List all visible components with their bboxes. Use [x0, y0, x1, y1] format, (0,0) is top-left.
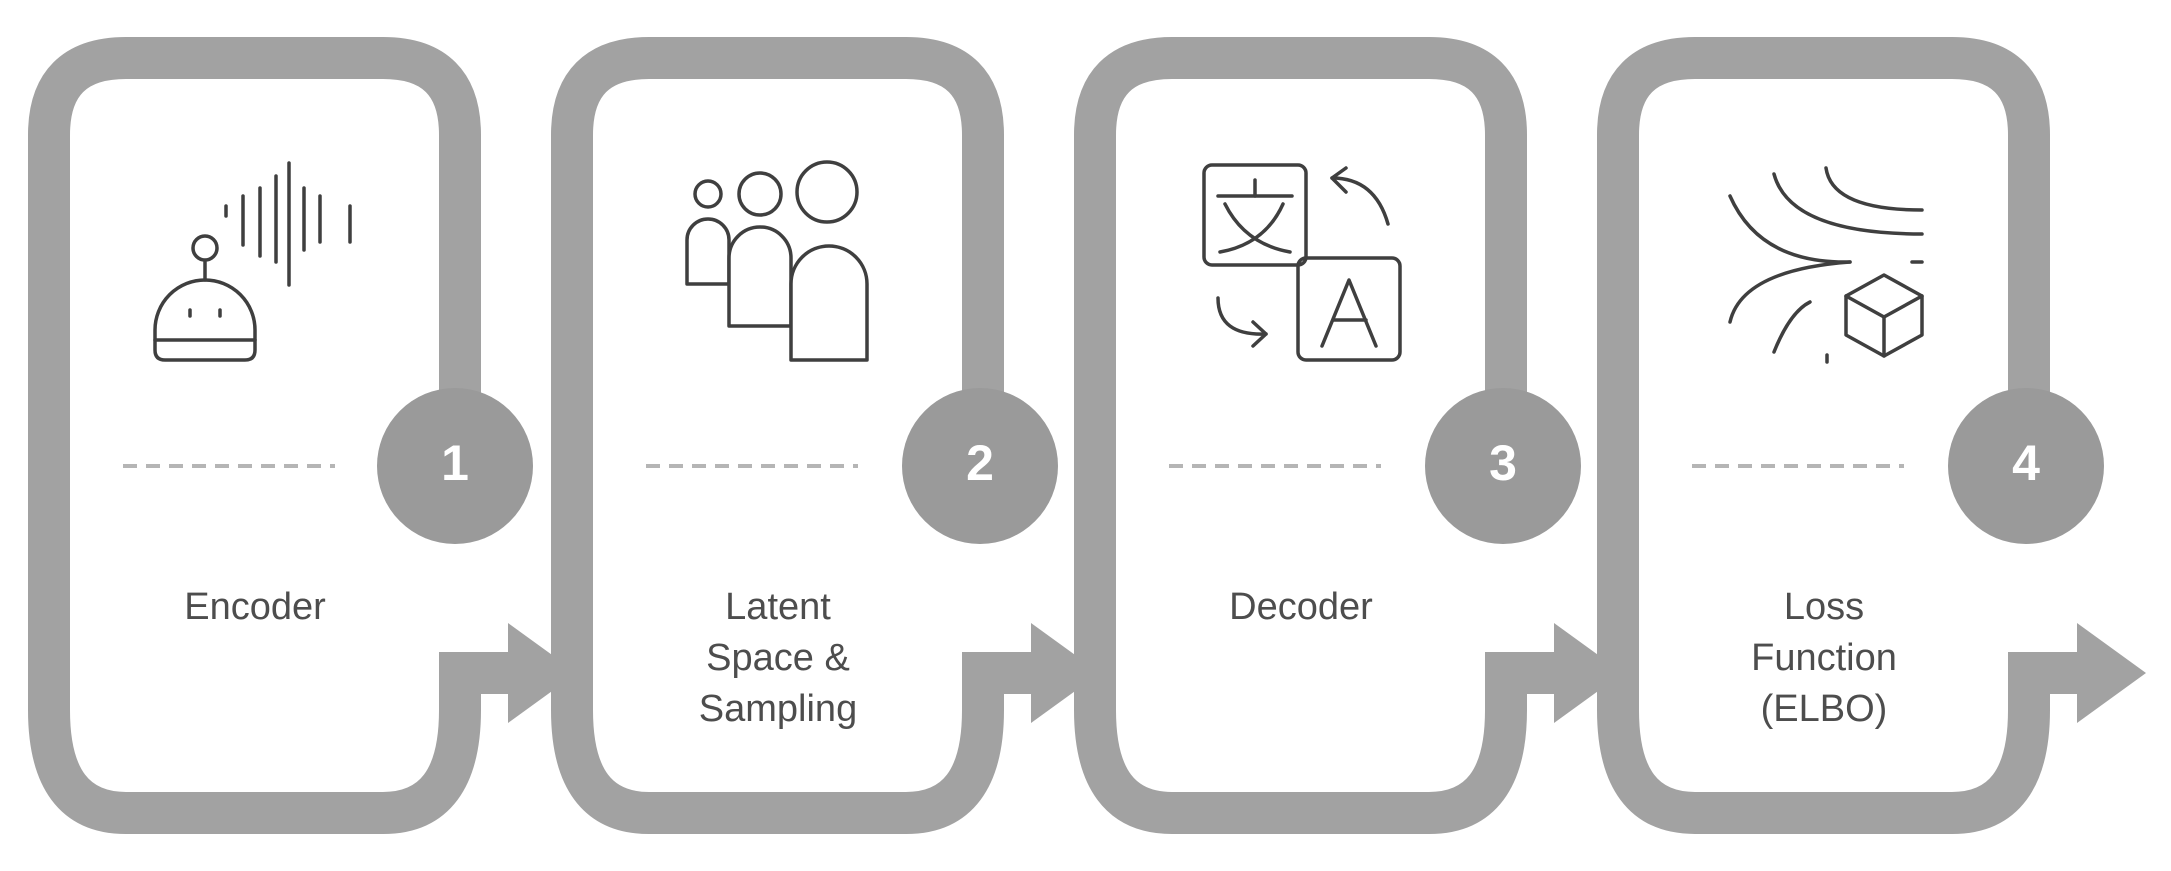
step-3-arrow [1485, 623, 1623, 723]
step-1-label: Encoder [184, 586, 326, 628]
step-1-number: 1 [441, 435, 469, 491]
step-3-label: Decoder [1229, 586, 1373, 628]
step-1-frame [28, 37, 481, 834]
people-group-icon [685, 160, 869, 362]
translate-icon [1202, 163, 1402, 362]
step-4-frame [1597, 37, 2050, 834]
step-3-frame [1074, 37, 1527, 834]
step-4-badge: 4 [1948, 388, 2104, 544]
robot-sound-wave-icon [153, 161, 352, 362]
step-1-arrow [439, 623, 577, 723]
step-2-frame [551, 37, 1004, 834]
step-2-arrow [962, 623, 1100, 723]
step-1-badge: 1 [377, 388, 533, 544]
step-3-number: 3 [1489, 435, 1517, 491]
step-2-badge: 2 [902, 388, 1058, 544]
step-4-label: Loss Function (ELBO) [1751, 586, 1897, 730]
step-4-arrow [2008, 623, 2146, 723]
step-2-number: 2 [966, 435, 994, 491]
flow-lines-cube-icon [1728, 166, 1924, 364]
step-2-label: Latent Space & Sampling [698, 586, 858, 730]
step-4-number: 4 [2012, 435, 2040, 491]
step-3-badge: 3 [1425, 388, 1581, 544]
